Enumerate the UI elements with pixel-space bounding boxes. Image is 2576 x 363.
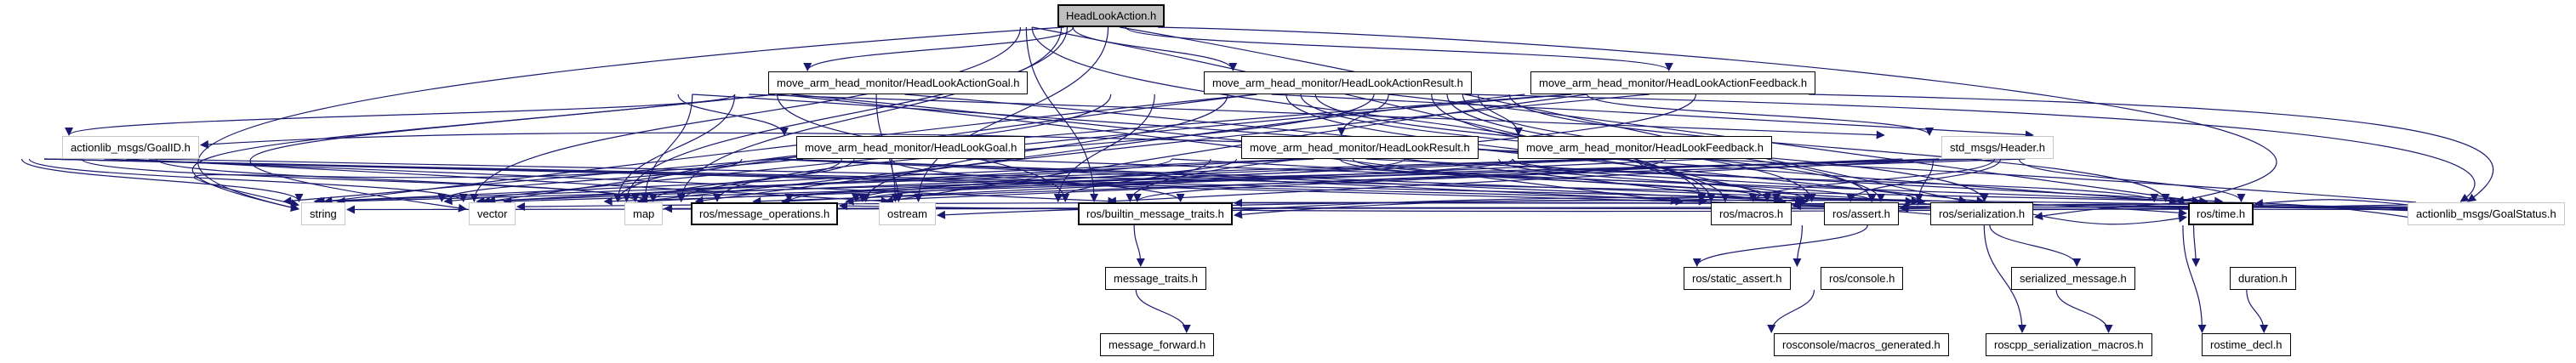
node-map[interactable]: map <box>624 202 664 225</box>
include-edge-time-rtd <box>2182 224 2207 333</box>
node-feedback[interactable]: move_arm_head_monitor/HeadLookFeedback.h <box>1518 136 1772 159</box>
include-edge-bmt-time <box>1232 196 2187 218</box>
include-edge-assert-staticassert <box>1692 224 1868 267</box>
include-edge-action-time <box>1157 26 2277 205</box>
include-edge-actionresult-goalstatus <box>1464 94 2476 202</box>
include-edge-goalid-serialization <box>43 158 1926 206</box>
include-edge-action-actionfeedback <box>1125 26 1673 71</box>
node-vector[interactable]: vector <box>469 202 516 225</box>
include-edge-goalstatus-time <box>2254 199 2408 208</box>
include-edge-feedback-assert <box>1498 158 1812 202</box>
include-edge-feedback-time <box>1512 158 2158 202</box>
node-console[interactable]: ros/console.h <box>1821 267 1904 290</box>
include-edge-action-string <box>197 26 1065 212</box>
include-edge-actiongoal-goalid <box>65 94 736 136</box>
node-bmt[interactable]: ros/builtin_message_traits.h <box>1078 202 1233 225</box>
include-edge-feedback-bmt <box>1133 158 1667 202</box>
include-edge-sm-rsm <box>2055 289 2113 333</box>
include-edge-actionresult-bmt <box>1053 94 1155 202</box>
include-edge-feedback-ostream <box>858 158 1513 202</box>
node-duration[interactable]: duration.h <box>2230 267 2296 290</box>
node-mf[interactable]: message_forward.h <box>1100 333 1215 356</box>
include-edge-duration-rtd <box>2246 289 2269 333</box>
include-edge-header-map <box>603 158 1940 206</box>
include-edge-bmt-mt <box>1133 224 1145 267</box>
node-rtd[interactable]: rostime_decl.h <box>2202 333 2291 356</box>
node-mt[interactable]: message_traits.h <box>1105 267 1206 290</box>
include-edge-feedback-vector <box>476 158 1610 206</box>
node-staticassert[interactable]: ros/static_assert.h <box>1684 267 1791 290</box>
node-action[interactable]: HeadLookAction.h <box>1057 4 1165 27</box>
node-goalstatus[interactable]: actionlib_msgs/GoalStatus.h <box>2408 202 2565 225</box>
include-edge-time-duration <box>2191 224 2201 267</box>
include-edge-goal-vector <box>437 158 743 202</box>
include-edge-goalid-assert <box>43 158 1787 206</box>
node-sm[interactable]: serialized_message.h <box>2011 267 2135 290</box>
node-msgops[interactable]: ros/message_operations.h <box>691 202 839 225</box>
include-edge-feedback-macros <box>1637 158 1772 202</box>
include-edge-actionfeedback-map <box>636 94 1650 206</box>
include-edge-header-msgops <box>752 158 2026 206</box>
node-header[interactable]: std_msgs/Header.h <box>1941 136 2055 159</box>
include-edge-actionfeedback-goalstatus <box>1808 94 2494 202</box>
node-actiongoal[interactable]: move_arm_head_monitor/HeadLookActionGoal… <box>768 71 1029 94</box>
include-edge-serialization-sm <box>1989 224 2082 267</box>
include-edge-actionfeedback-feedback <box>1477 94 1523 136</box>
include-edge-console-mg <box>1767 289 1815 333</box>
include-edge-serialization-assert <box>1900 199 1931 211</box>
include-edge-header-string <box>336 158 1976 206</box>
include-edge-serialization-time <box>2032 213 2187 225</box>
node-goalid[interactable]: actionlib_msgs/GoalID.h <box>62 136 199 159</box>
node-actionresult[interactable]: move_arm_head_monitor/HeadLookActionResu… <box>1204 71 1472 94</box>
include-edge-action-actiongoal <box>803 26 1074 71</box>
include-edge-actiongoal-msgops <box>641 94 693 202</box>
include-edge-actionfeedback-time <box>1508 94 2170 202</box>
include-edge-assert-console <box>1792 224 1803 267</box>
include-edge-action-actionresult <box>1072 26 1238 71</box>
node-assert[interactable]: ros/assert.h <box>1824 202 1899 225</box>
node-mg[interactable]: rosconsole/macros_generated.h <box>1774 333 1949 356</box>
include-edge-mt-mf <box>1135 289 1191 333</box>
include-edge-header-macros <box>1748 158 1995 202</box>
include-edge-serialization-rsm <box>1983 224 2026 333</box>
include-edge-actiongoal-goal <box>677 94 789 136</box>
node-actionfeedback[interactable]: move_arm_head_monitor/HeadLookActionFeed… <box>1530 71 1816 94</box>
include-edge-goalid-string <box>21 158 304 202</box>
node-macros[interactable]: ros/macros.h <box>1711 202 1792 225</box>
include-edge-header-assert <box>1846 158 2002 202</box>
include-edge-goalid-vector <box>28 158 468 202</box>
include-edge-actionresult-header <box>1271 94 2034 139</box>
include-edge-goal-map <box>648 158 855 202</box>
node-serialization[interactable]: ros/serialization.h <box>1930 202 2034 225</box>
include-edge-result-ostream <box>852 158 1238 202</box>
node-time[interactable]: ros/time.h <box>2188 202 2254 225</box>
include-edge-header-bmt <box>1108 158 1958 206</box>
include-edge-action-serialization <box>1120 26 1968 205</box>
include-edge-header-time <box>2018 158 2246 202</box>
include-edge-action-assert <box>1032 26 1804 204</box>
node-rsm[interactable]: roscpp_serialization_macros.h <box>1986 333 2152 356</box>
include-edge-actiongoal-header <box>749 94 1885 139</box>
include-edge-action-bmt <box>1025 26 1099 202</box>
node-string[interactable]: string <box>301 202 345 225</box>
node-ostream[interactable]: ostream <box>879 202 936 225</box>
include-edge-goalid-time <box>148 158 2208 206</box>
include-edge-actionfeedback-header <box>1586 94 1934 136</box>
node-result[interactable]: move_arm_head_monitor/HeadLookResult.h <box>1241 136 1479 159</box>
include-edge-goal-msgops <box>676 158 842 202</box>
node-goal[interactable]: move_arm_head_monitor/HeadLookGoal.h <box>796 136 1026 159</box>
